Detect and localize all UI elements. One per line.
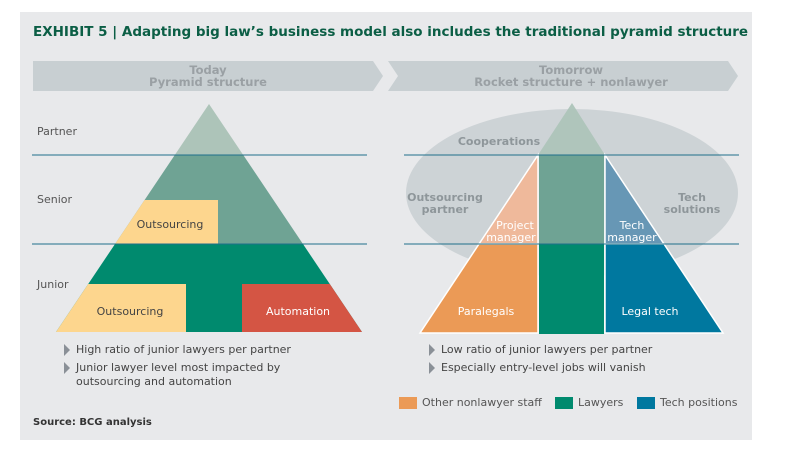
today-banner [33, 61, 383, 91]
today-bullet: Junior lawyer level most impacted by out… [64, 361, 306, 389]
level-senior: Senior [37, 193, 73, 206]
automation-label: Automation [266, 305, 330, 318]
lawyers-senior-segment [539, 155, 604, 244]
tomorrow-subheading: Rocket structure + nonlawyer [474, 75, 668, 89]
legend-swatch [637, 396, 655, 409]
legal-tech-segment [604, 243, 725, 334]
exhibit-title: EXHIBIT 5 | Adapting big law’s business … [33, 24, 748, 40]
tomorrow-heading: Tomorrow [539, 63, 603, 77]
exhibit-number: EXHIBIT 5 | [33, 24, 122, 40]
outsourcing-partner-label-1: Outsourcing [407, 191, 483, 204]
today-subheading: Pyramid structure [149, 75, 267, 89]
tech-manager-label-2: manager [607, 231, 657, 244]
bullet-arrow-icon [429, 362, 435, 374]
legend-item-other-nonlawyer: Other nonlawyer staff [399, 396, 542, 409]
tech-solutions-label-2: solutions [664, 203, 721, 216]
rocket-apex [538, 103, 605, 155]
paralegals-label: Paralegals [458, 305, 515, 318]
legend-item-lawyers: Lawyers [555, 396, 623, 409]
bullet-arrow-icon [64, 362, 70, 374]
tech-solutions-label-1: Tech [678, 191, 706, 204]
bullet-arrow-icon [429, 344, 435, 356]
title-text: Adapting big law’s business model also i… [121, 24, 749, 40]
senior-outsourcing-label: Outsourcing [137, 218, 204, 231]
tomorrow-bullet: Especially entry-level jobs will vanish [429, 361, 646, 375]
today-heading: Today [189, 63, 227, 77]
legal-tech-label: Legal tech [621, 305, 678, 318]
project-manager-label-2: manager [486, 231, 536, 244]
level-partner: Partner [37, 125, 77, 138]
junior-outsourcing-label: Outsourcing [97, 305, 164, 318]
legend-swatch [399, 396, 417, 409]
legend-item-tech: Tech positions [637, 396, 737, 409]
tomorrow-banner [388, 61, 738, 91]
level-junior: Junior [37, 278, 69, 291]
project-manager-label-1: Project [496, 219, 534, 232]
tech-manager-label-1: Tech [619, 219, 645, 232]
paralegals-segment [418, 243, 539, 334]
source-note: Source: BCG analysis [33, 417, 152, 428]
today-bullet: High ratio of junior lawyers per partner [64, 343, 291, 357]
outsourcing-partner-label-2: partner [422, 203, 469, 216]
bullet-arrow-icon [64, 344, 70, 356]
tomorrow-bullet: Low ratio of junior lawyers per partner [429, 343, 652, 357]
cooperations-label: Cooperations [458, 135, 541, 148]
lawyers-junior-segment [539, 244, 604, 334]
legend-swatch [555, 396, 573, 409]
